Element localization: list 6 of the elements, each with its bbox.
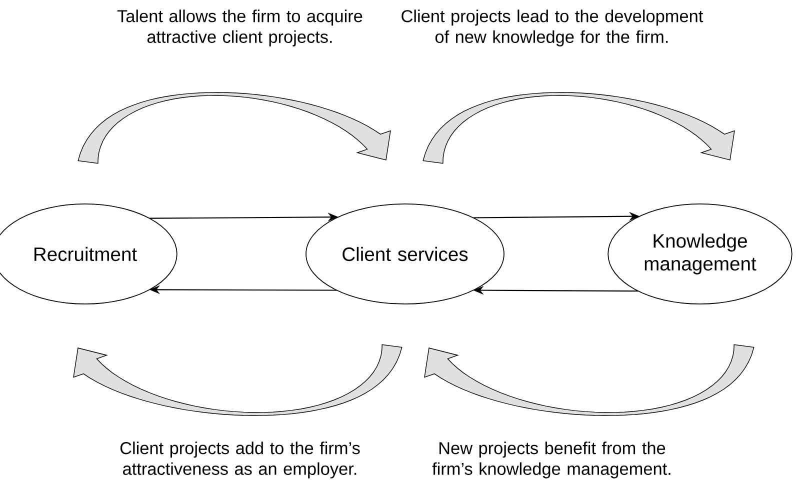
caption-text: New projects benefit from the firm’s knowledge management. xyxy=(432,442,670,478)
caption-text: Talent allows the firm to acquire attractive client projects. xyxy=(117,10,362,46)
ellipse-node: Client services xyxy=(306,204,504,304)
ellipse-node: Knowledge management xyxy=(608,204,792,304)
caption-text: Client projects add to the firm’s attractiveness as an employer. xyxy=(120,442,360,478)
caption-text: Client projects lead to the development of new knowledge for the firm. xyxy=(402,10,704,46)
